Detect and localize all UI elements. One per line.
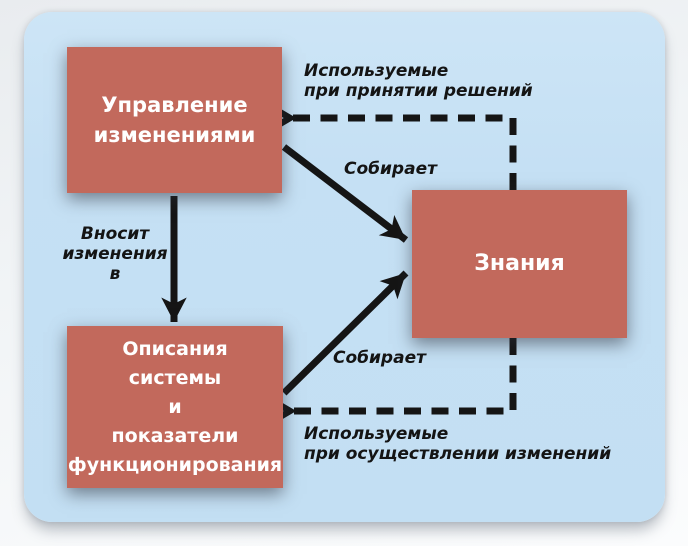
arrow-collects-from-descriptions xyxy=(281,270,409,396)
dashed-arrow-used-in-decisions xyxy=(290,118,517,190)
dashed-arrow-used-in-changes xyxy=(290,338,517,411)
node-change-management: Управление изменениями xyxy=(67,47,282,193)
edge-label-collects-lower: Собирает xyxy=(333,348,426,368)
edge-label-makes-changes-to: Вносит изменения в xyxy=(62,224,168,284)
node-change-management-label: Управление изменениями xyxy=(93,93,256,147)
node-system-descriptions-label: Описания системы и показатели функционир… xyxy=(67,337,283,476)
node-knowledge-label: Знания xyxy=(474,251,565,276)
edge-label-collects-upper: Собирает xyxy=(344,159,437,179)
edge-label-used-in-decision-making: Используемые при принятии решений xyxy=(304,61,533,101)
node-system-descriptions: Описания системы и показатели функционир… xyxy=(67,326,283,488)
edge-label-used-in-implementing-changes: Используемые при осуществлении изменений xyxy=(304,424,612,464)
arrow-collects-from-management xyxy=(281,144,409,243)
node-knowledge: Знания xyxy=(412,190,627,338)
